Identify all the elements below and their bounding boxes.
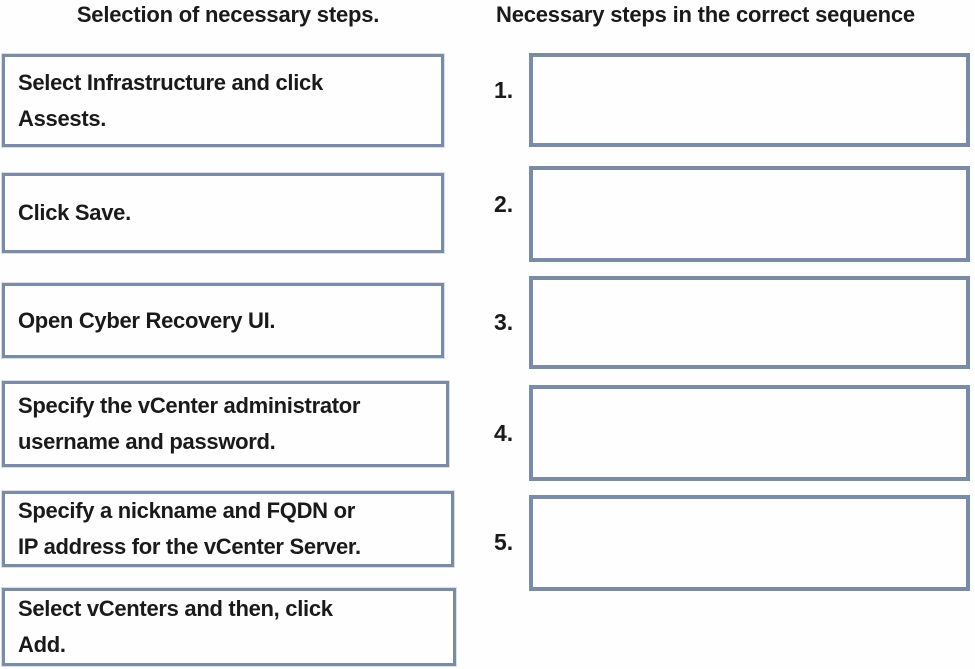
slot-number-2: 2.	[494, 191, 514, 217]
step-card-specify-admin-credentials[interactable]: Specify the vCenter administrator userna…	[2, 381, 449, 467]
step-card-label: Specify a nickname and FQDN or IP addres…	[18, 498, 361, 559]
step-card-label: Select Infrastructure and click Assests.	[18, 69, 323, 131]
step-card-specify-nickname-fqdn[interactable]: Specify a nickname and FQDN or IP addres…	[2, 491, 454, 567]
sequence-drop-slot-4[interactable]	[529, 385, 970, 481]
step-card-label: Select vCenters and then, click Add.	[18, 596, 333, 657]
left-column-header: Selection of necessary steps.	[76, 2, 380, 27]
step-card-select-infrastructure[interactable]: Select Infrastructure and click Assests.	[2, 54, 444, 147]
slot-number-1: 1.	[494, 77, 514, 103]
sequence-drop-slot-2[interactable]	[529, 166, 970, 262]
step-card-click-save[interactable]: Click Save.	[2, 173, 444, 253]
step-card-select-vcenters-add[interactable]: Select vCenters and then, click Add.	[2, 588, 456, 666]
step-card-label: Specify the vCenter administrator userna…	[18, 393, 361, 454]
slot-number-5: 5.	[494, 529, 514, 555]
step-card-open-cyber-recovery-ui[interactable]: Open Cyber Recovery UI.	[2, 283, 444, 358]
step-card-label: Open Cyber Recovery UI.	[18, 307, 276, 333]
step-card-label: Click Save.	[18, 200, 131, 225]
slot-number-3: 3.	[494, 309, 514, 335]
sequence-drop-slot-5[interactable]	[529, 495, 970, 591]
slot-number-4: 4.	[494, 420, 514, 446]
sequence-drop-slot-1[interactable]	[529, 53, 970, 147]
right-column-header: Necessary steps in the correct sequence	[496, 2, 915, 27]
sequence-drop-slot-3[interactable]	[529, 276, 970, 369]
